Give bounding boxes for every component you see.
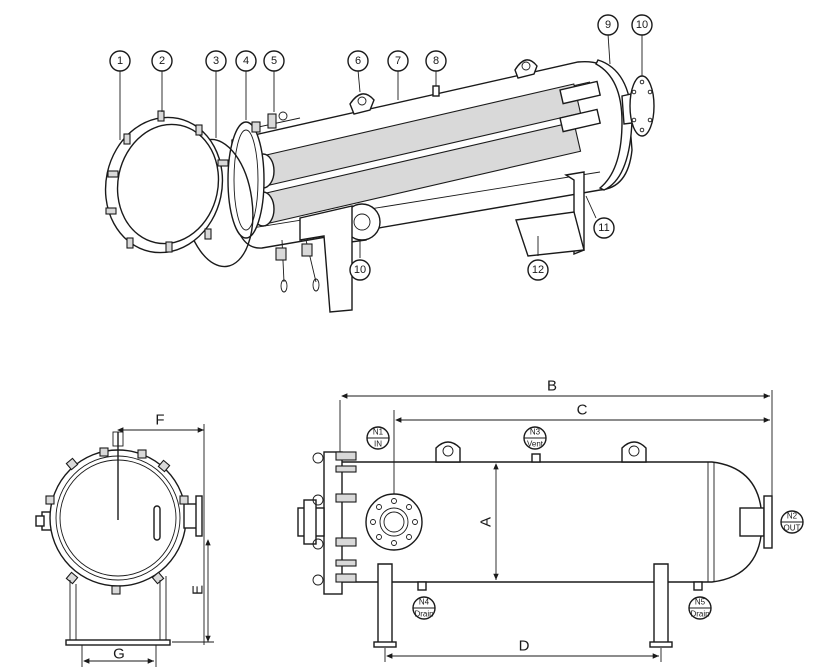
dimension-f: F bbox=[155, 412, 164, 429]
saddle-base-plate bbox=[515, 211, 585, 257]
callout-balloon: 10 bbox=[349, 259, 371, 281]
callout-label: 12 bbox=[532, 264, 544, 276]
dimension-g: G bbox=[113, 646, 125, 663]
svg-text:N1: N1 bbox=[373, 428, 384, 437]
callout-label: 2 bbox=[159, 55, 165, 67]
svg-text:N5: N5 bbox=[695, 598, 706, 607]
outlet-flange bbox=[629, 75, 655, 137]
callout-balloon: 10 bbox=[631, 14, 653, 36]
nozzle-n5: N5 Drain bbox=[688, 596, 712, 620]
callout-label: 1 bbox=[117, 55, 123, 67]
side-clamps bbox=[312, 451, 357, 586]
callout-label: 7 bbox=[395, 55, 401, 67]
closure-flange bbox=[323, 451, 343, 595]
dimension-b: B bbox=[547, 378, 557, 395]
callout-label: 11 bbox=[598, 222, 609, 234]
callout-balloon: 12 bbox=[527, 259, 549, 281]
dimension-a: A bbox=[478, 517, 495, 527]
nozzle-n1: N1 IN bbox=[366, 426, 390, 450]
side-view bbox=[297, 441, 773, 648]
callout-balloon: 2 bbox=[151, 50, 173, 72]
callout-balloon: 11 bbox=[593, 217, 615, 239]
end-view bbox=[35, 431, 203, 646]
support-saddle bbox=[299, 205, 353, 313]
callout-label: 3 bbox=[213, 55, 219, 67]
svg-text:IN: IN bbox=[374, 440, 382, 449]
vent-nozzle bbox=[432, 85, 440, 97]
svg-text:Drain: Drain bbox=[414, 610, 433, 619]
callout-balloon: 5 bbox=[263, 50, 285, 72]
svg-text:OUT: OUT bbox=[784, 524, 801, 533]
dimension-d: D bbox=[519, 638, 530, 655]
inlet-flange-face bbox=[365, 493, 423, 551]
svg-text:Vent: Vent bbox=[527, 440, 544, 449]
nozzle-n3: N3 Vent bbox=[523, 426, 547, 450]
svg-text:Drain: Drain bbox=[690, 610, 709, 619]
callout-balloon: 1 bbox=[109, 50, 131, 72]
callout-balloon: 7 bbox=[387, 50, 409, 72]
side-view-dimensions bbox=[339, 390, 773, 662]
callout-balloon: 3 bbox=[205, 50, 227, 72]
lifting-lug bbox=[514, 59, 538, 79]
dimension-e: E bbox=[190, 585, 207, 595]
svg-text:N2: N2 bbox=[787, 512, 798, 521]
callout-label: 4 bbox=[243, 55, 249, 67]
svg-text:N4: N4 bbox=[419, 598, 430, 607]
callout-balloon: 9 bbox=[597, 14, 619, 36]
callout-label: 5 bbox=[271, 55, 277, 67]
nozzle-n4: N4 Drain bbox=[412, 596, 436, 620]
end-view-dimensions bbox=[81, 424, 214, 667]
body-flange bbox=[227, 121, 265, 239]
isometric-view bbox=[104, 59, 655, 313]
callout-label: 9 bbox=[605, 19, 611, 31]
callout-label: 6 bbox=[355, 55, 361, 67]
eyebolt-clamps bbox=[105, 110, 229, 253]
dimension-c: C bbox=[577, 402, 588, 419]
nozzle-n2: N2 OUT bbox=[780, 510, 804, 534]
callout-balloon: 4 bbox=[235, 50, 257, 72]
filter-cartridges bbox=[251, 80, 602, 227]
callout-label: 10 bbox=[354, 264, 366, 276]
callout-label: 10 bbox=[636, 19, 648, 31]
svg-text:N3: N3 bbox=[530, 428, 541, 437]
callout-balloons bbox=[119, 33, 643, 258]
callout-balloon: 8 bbox=[425, 50, 447, 72]
lifting-lug bbox=[349, 93, 375, 115]
callout-label: 8 bbox=[433, 55, 439, 67]
callout-balloon: 6 bbox=[347, 50, 369, 72]
